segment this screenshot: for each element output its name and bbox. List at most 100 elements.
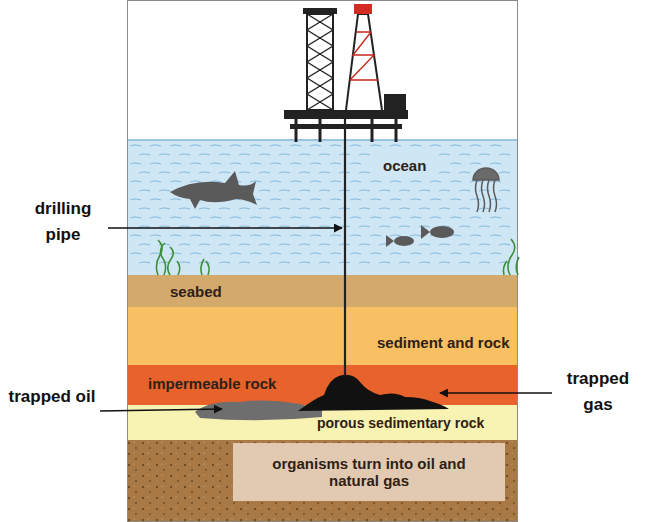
ripple <box>270 181 281 182</box>
ripple <box>199 172 210 173</box>
ripple <box>490 253 501 254</box>
ripple <box>410 199 421 200</box>
ripple <box>479 262 490 263</box>
ripple <box>370 217 381 218</box>
ripple <box>459 208 470 209</box>
ripple <box>330 217 341 218</box>
ripple <box>139 262 150 263</box>
ripple <box>139 154 150 155</box>
ripple <box>159 208 170 209</box>
ripple <box>470 181 481 182</box>
ripple <box>350 199 361 200</box>
ripple <box>270 145 281 146</box>
ripple <box>319 244 330 245</box>
ripple <box>290 235 301 236</box>
ripple <box>270 235 281 236</box>
jellyfish <box>473 168 499 212</box>
ripple <box>230 253 241 254</box>
ripple <box>190 181 201 182</box>
ripple <box>390 181 401 182</box>
ripple <box>179 262 190 263</box>
ripple <box>199 154 210 155</box>
ripple <box>259 154 270 155</box>
ripple <box>259 172 270 173</box>
ripple <box>259 190 270 191</box>
ripple <box>130 181 141 182</box>
ripple <box>299 226 310 227</box>
ripple <box>210 235 221 236</box>
callout-label: drilling pipe <box>18 196 108 247</box>
ripple <box>319 262 330 263</box>
ripple <box>130 163 141 164</box>
ripple <box>359 154 370 155</box>
water-ripples <box>127 140 518 263</box>
ripple <box>350 181 361 182</box>
ripple <box>230 145 241 146</box>
layer-label: impermeable rock <box>148 375 276 392</box>
ripple <box>290 253 301 254</box>
ripple <box>499 172 510 173</box>
ripple <box>170 199 181 200</box>
ripple <box>470 199 481 200</box>
ripple <box>330 163 341 164</box>
layer-label: organisms turn into oil and natural gas <box>262 455 477 490</box>
ripple <box>130 253 141 254</box>
ripple <box>230 163 241 164</box>
ripple <box>239 208 250 209</box>
ripple <box>199 208 210 209</box>
ripple <box>199 244 210 245</box>
ripple <box>459 154 470 155</box>
ripple <box>319 154 330 155</box>
ripple <box>399 226 410 227</box>
ripple <box>470 253 481 254</box>
ripple <box>239 262 250 263</box>
ripple <box>170 217 181 218</box>
ripple <box>130 217 141 218</box>
ripple <box>399 208 410 209</box>
ripple <box>130 235 141 236</box>
ripple <box>359 172 370 173</box>
ripple <box>219 172 230 173</box>
ripple <box>279 244 290 245</box>
ripple <box>450 163 461 164</box>
ripple <box>239 154 250 155</box>
ripple <box>390 253 401 254</box>
ripple <box>139 208 150 209</box>
ripple <box>190 163 201 164</box>
ripple <box>190 235 201 236</box>
ripple <box>430 181 441 182</box>
ripple <box>299 190 310 191</box>
ripple <box>350 163 361 164</box>
ripple <box>350 253 361 254</box>
ocean-band: ocean <box>127 140 518 275</box>
ripple <box>219 154 230 155</box>
ripple <box>290 217 301 218</box>
source-rock-band <box>127 440 518 522</box>
ripple <box>490 145 501 146</box>
ripple <box>439 244 450 245</box>
ripple <box>279 190 290 191</box>
ripple <box>330 181 341 182</box>
ripple <box>179 154 190 155</box>
ripple <box>479 154 490 155</box>
ripple <box>310 145 321 146</box>
ripple <box>490 163 501 164</box>
ripple <box>159 154 170 155</box>
ripple <box>259 244 270 245</box>
ripple <box>179 172 190 173</box>
ripple <box>330 235 341 236</box>
ripple <box>279 208 290 209</box>
ripple <box>410 181 421 182</box>
ripple <box>270 163 281 164</box>
layer-label: porous sedimentary rock <box>317 415 484 431</box>
shark <box>170 171 257 209</box>
ripple <box>250 217 261 218</box>
ripple <box>219 262 230 263</box>
ripple <box>259 208 270 209</box>
ripple <box>299 244 310 245</box>
ripple <box>290 163 301 164</box>
ripple <box>130 145 141 146</box>
ripple <box>219 226 230 227</box>
layer-label: ocean <box>383 157 426 174</box>
ripple <box>279 154 290 155</box>
